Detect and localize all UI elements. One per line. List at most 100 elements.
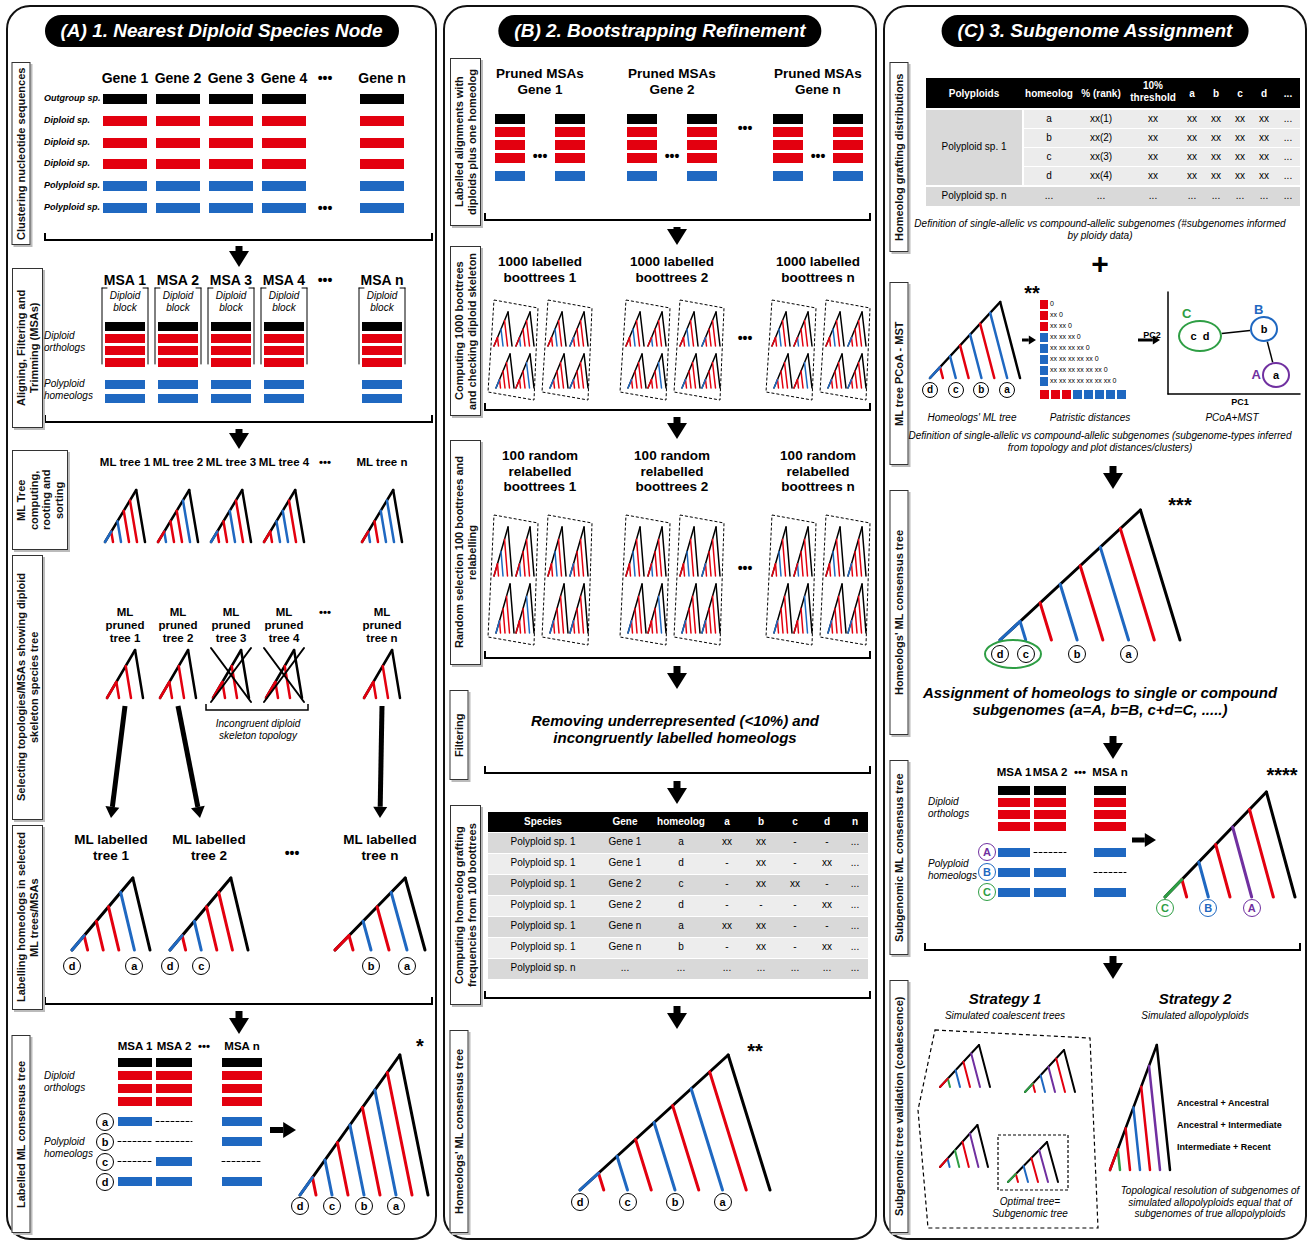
tree-branch bbox=[801, 609, 803, 634]
tree-branch bbox=[580, 1055, 728, 1190]
tree-branch bbox=[808, 354, 812, 388]
tree-branch bbox=[562, 527, 566, 576]
tree-branch bbox=[662, 527, 666, 576]
flow-arrow bbox=[1103, 473, 1123, 489]
layout-arrow bbox=[1132, 838, 1145, 843]
text-label: b bbox=[1046, 132, 1052, 144]
table-cell bbox=[926, 110, 1022, 185]
block-bracket bbox=[307, 288, 308, 364]
tree-branch bbox=[682, 380, 686, 389]
tree-branch bbox=[1250, 810, 1274, 898]
text-label: b bbox=[758, 816, 764, 828]
tree-branch bbox=[84, 936, 87, 950]
text-label: - bbox=[725, 941, 728, 953]
flow-connector bbox=[1267, 342, 1272, 363]
tree-branch bbox=[801, 552, 803, 577]
step-bracket bbox=[45, 997, 432, 1004]
sequence-bar bbox=[158, 380, 198, 389]
tree-branch bbox=[962, 1142, 968, 1167]
bootstrap-group bbox=[542, 515, 592, 645]
text-label: ... bbox=[723, 962, 731, 974]
text-label: MSA 1 bbox=[104, 272, 146, 288]
table-header bbox=[926, 78, 1300, 108]
text-label: xx bbox=[756, 878, 766, 890]
tree-branch bbox=[659, 596, 662, 633]
mst-link bbox=[1222, 331, 1250, 334]
tree-branch bbox=[124, 511, 129, 542]
text-label: Simulated coalescent trees bbox=[945, 1010, 1065, 1022]
tree-branch bbox=[842, 354, 846, 388]
layout-arrow bbox=[1145, 833, 1156, 847]
tree-branch bbox=[642, 354, 646, 388]
tree-branch bbox=[713, 321, 716, 347]
tree-branch bbox=[794, 354, 808, 388]
step-band: Labelled ML consensus treeabcddcba bbox=[12, 1035, 432, 1233]
tree-branch bbox=[633, 329, 635, 346]
tree-branch bbox=[177, 511, 182, 542]
tree-branch bbox=[1047, 1142, 1058, 1182]
tree-branch bbox=[626, 564, 630, 576]
cluster-heading: A bbox=[1252, 368, 1261, 381]
sequence-bar bbox=[1094, 848, 1126, 857]
tree-branch bbox=[682, 584, 696, 633]
tree-branch bbox=[550, 621, 554, 633]
layout-arrow bbox=[1022, 339, 1029, 342]
sequence-bar bbox=[222, 1058, 262, 1067]
sequence-bar bbox=[362, 394, 402, 403]
tree-branch bbox=[160, 650, 188, 698]
tree-branch bbox=[373, 682, 376, 698]
tree-branch bbox=[955, 1150, 959, 1167]
text-label: xx bbox=[1148, 170, 1158, 182]
text-label: c bbox=[1237, 88, 1243, 100]
tree-branch bbox=[1016, 1174, 1018, 1182]
tree-branch bbox=[837, 321, 840, 347]
text-label: ML pruned tree 4 bbox=[258, 606, 310, 646]
cluster-ellipse: Aa bbox=[1262, 362, 1290, 388]
cluster-heading: B bbox=[1254, 303, 1263, 316]
matrix-cell bbox=[1040, 311, 1048, 320]
circle-letter: d bbox=[997, 649, 1004, 660]
tree-branch bbox=[507, 596, 510, 633]
text-label: - bbox=[825, 878, 828, 890]
tree-branch bbox=[1120, 529, 1154, 640]
text-label: a bbox=[1046, 113, 1052, 125]
step-label: Selecting topologies/MSAs showing diploi… bbox=[12, 555, 43, 820]
circle-letter: c bbox=[102, 1157, 108, 1168]
tree-branch bbox=[211, 532, 217, 542]
tree-branch bbox=[855, 609, 857, 634]
text-label: xx bbox=[722, 836, 732, 848]
sequence-bar bbox=[627, 127, 657, 137]
flow-arrow bbox=[674, 227, 681, 229]
sequence-bar bbox=[998, 798, 1030, 807]
text-label: xx bbox=[1211, 151, 1221, 163]
sequence-bar bbox=[833, 171, 863, 181]
text-label: xx bbox=[822, 941, 832, 953]
tree-branch bbox=[862, 354, 866, 388]
tree-branch bbox=[516, 354, 530, 388]
homeolog-circle: d bbox=[96, 1173, 114, 1191]
text-label: MSA 1 bbox=[997, 766, 1032, 779]
tree-branch bbox=[950, 356, 956, 378]
tree-branch bbox=[400, 1055, 428, 1195]
homeolog-circle: a bbox=[125, 957, 143, 975]
sequence-bar bbox=[264, 394, 304, 403]
text-label: xx xx xx xx 0 bbox=[1050, 344, 1090, 352]
tree-branch bbox=[1000, 302, 1020, 378]
tree-branch bbox=[1008, 1174, 1016, 1182]
tree-branch bbox=[505, 539, 508, 576]
sequence-bar bbox=[998, 822, 1030, 831]
flow-arrow bbox=[236, 1011, 243, 1018]
text-label: Species bbox=[524, 816, 562, 828]
reject-cross bbox=[211, 648, 251, 702]
tree-branch bbox=[687, 329, 689, 346]
sequence-bar bbox=[209, 116, 253, 126]
layout-arrow bbox=[112, 706, 125, 807]
bootstrap-group bbox=[820, 515, 870, 645]
sequence-bar bbox=[495, 140, 525, 150]
table-row bbox=[488, 854, 868, 874]
tree-branch bbox=[508, 527, 512, 576]
flow-connector bbox=[229, 246, 249, 267]
tree-branch bbox=[710, 1072, 747, 1190]
tree-branch bbox=[584, 354, 588, 388]
homeolog-circle: C bbox=[1156, 899, 1174, 917]
